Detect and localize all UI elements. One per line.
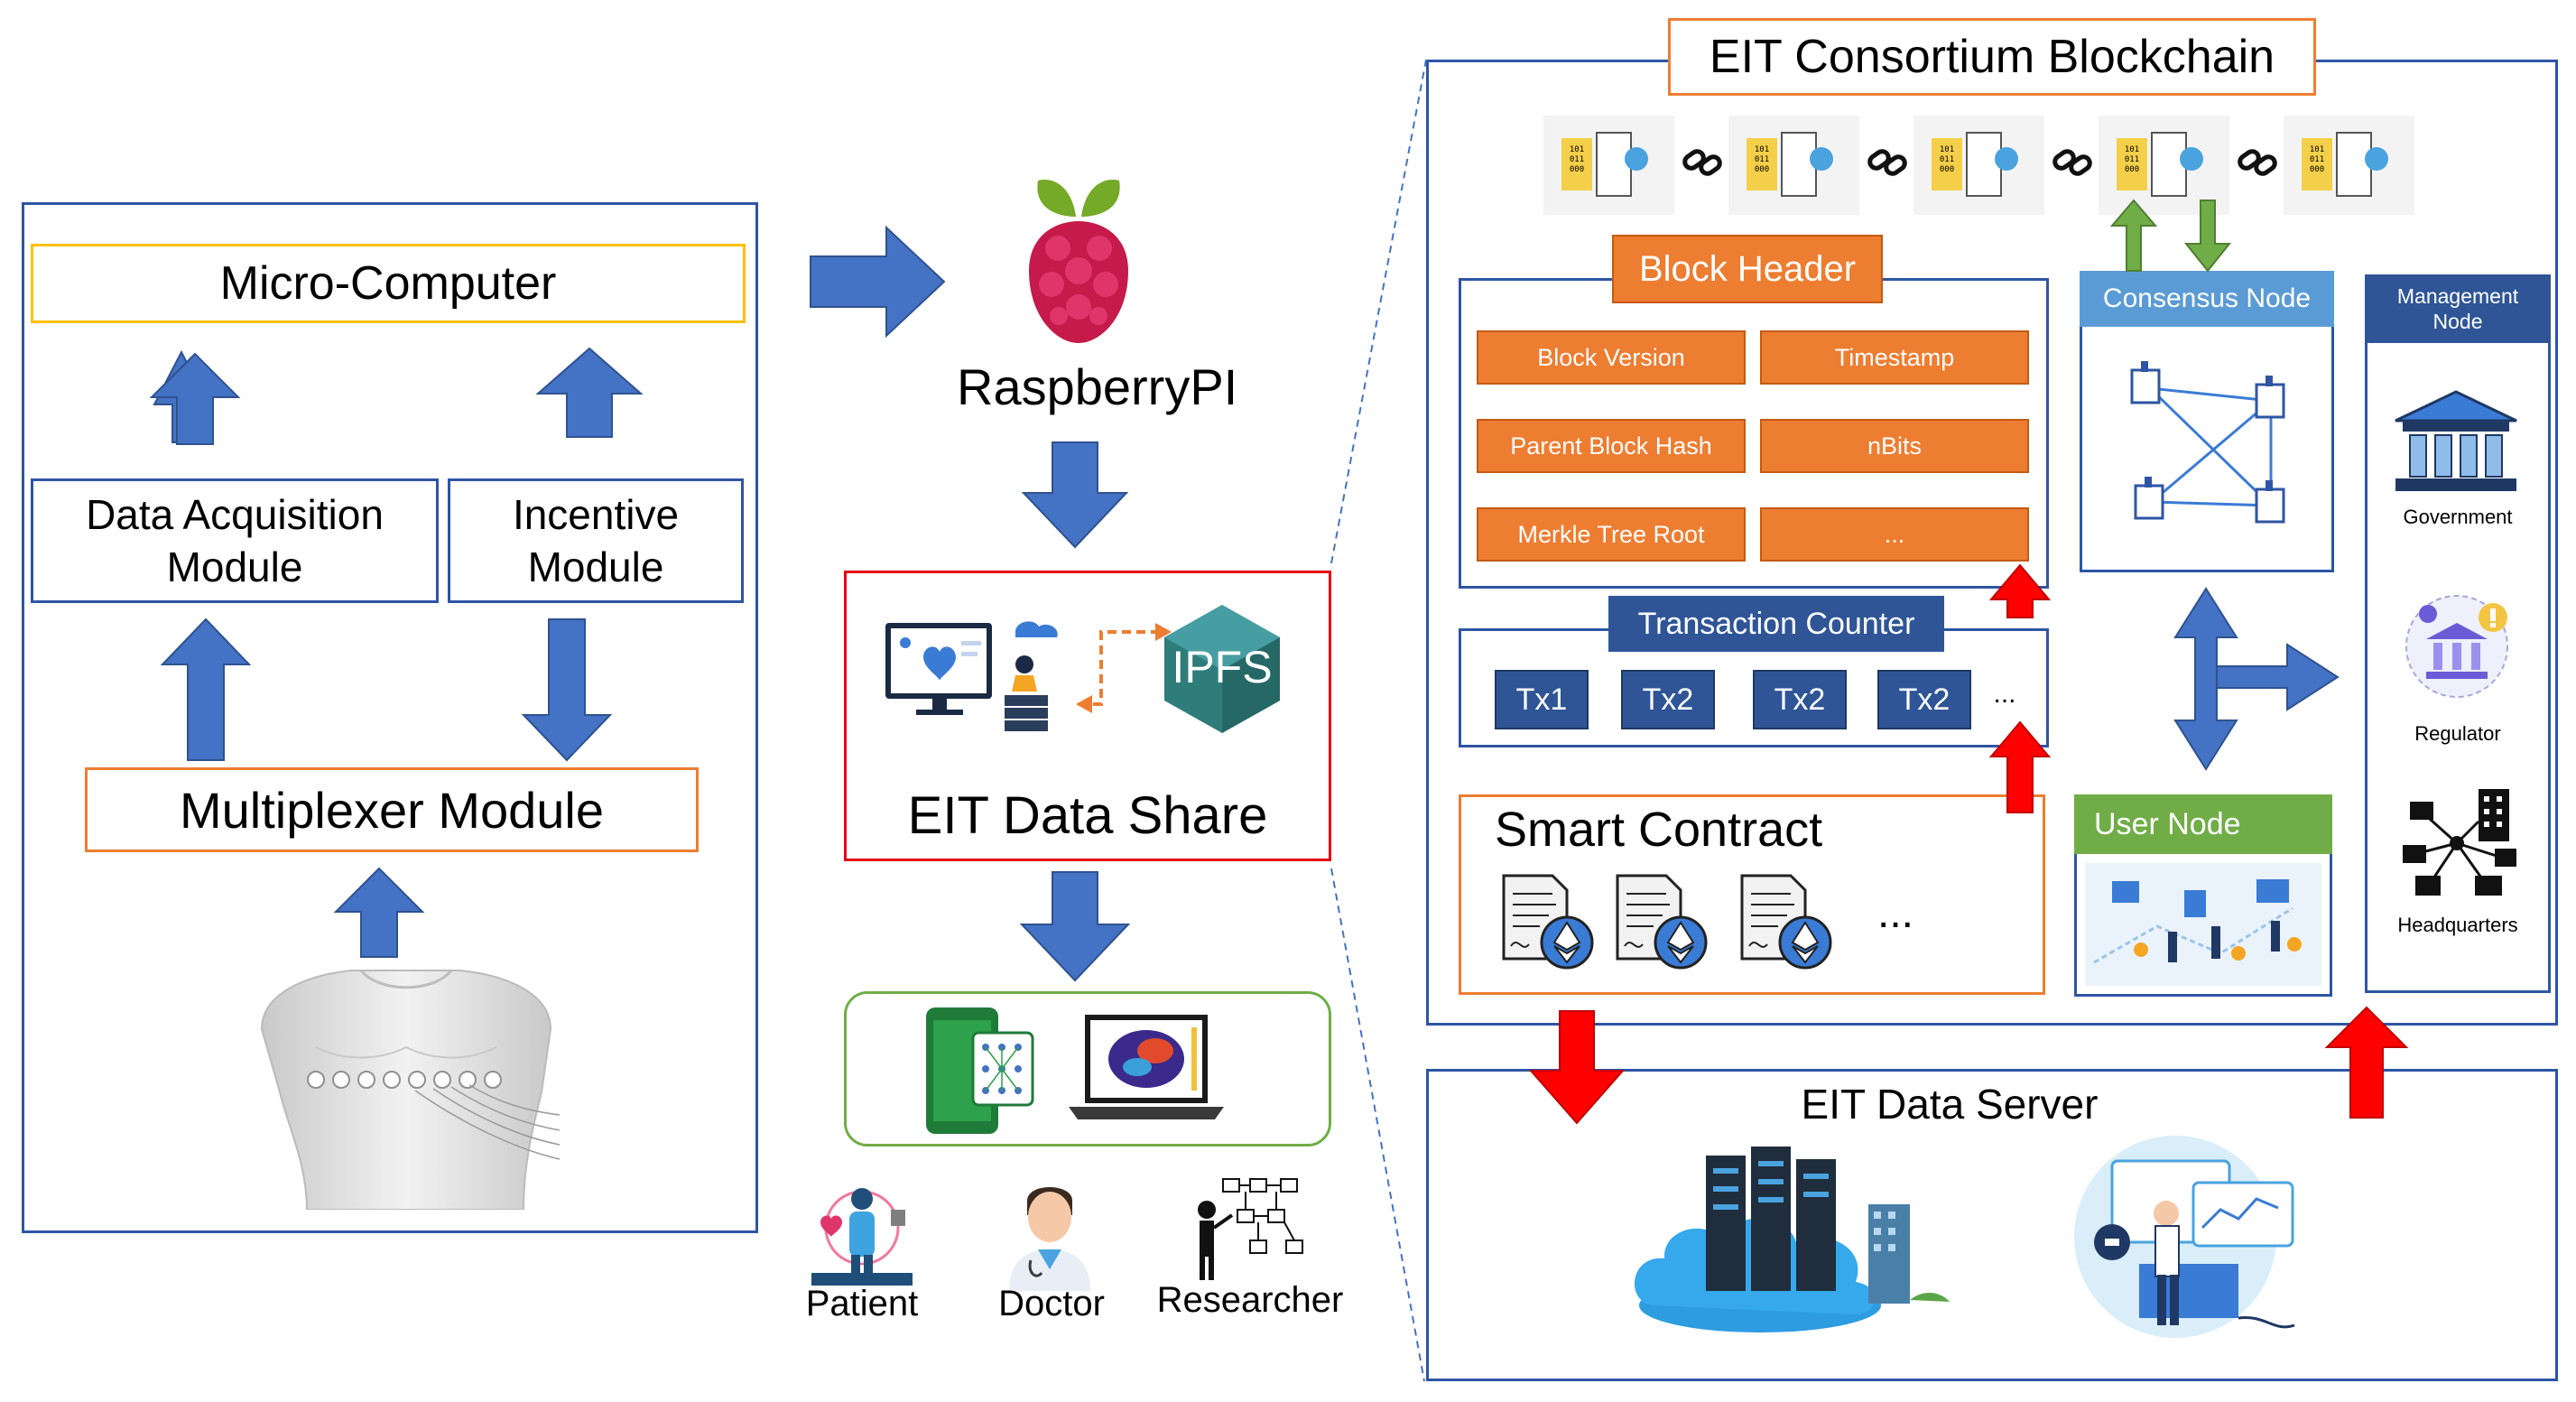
management-node-title: Management Node	[2396, 284, 2519, 333]
arrow-down-to-data-share	[1021, 441, 1129, 549]
tx-item: Tx2	[1877, 670, 1971, 729]
arrow-down-red-to-server	[1528, 1010, 1626, 1125]
management-node-title-box: Management Node	[2365, 274, 2551, 343]
torso-sensor-image	[260, 970, 560, 1210]
user-node-title: User Node	[2094, 806, 2241, 841]
block-binary-label: 101 011 000	[1932, 138, 1962, 190]
block-chain-strip: 101 011 000 101 011 000 101 011 000 101 …	[1543, 107, 2446, 224]
ipfs-cube-icon	[1164, 605, 1280, 733]
blockchain-title: EIT Consortium Blockchain	[1709, 31, 2275, 83]
arrow-right-to-management	[2216, 643, 2340, 711]
user-node-title-box: User Node	[2074, 794, 2332, 854]
arrow-down-to-devices	[1019, 871, 1131, 982]
arrow-up-from-torso	[333, 867, 425, 958]
regulator-icon	[2405, 595, 2508, 698]
chain-link-icon	[1681, 144, 1724, 181]
chain-link-icon	[2236, 144, 2279, 181]
incentive-label: Incentive Module	[512, 491, 680, 590]
contract-document-icon	[1502, 874, 1594, 970]
chain-block: 101 011 000	[2099, 116, 2229, 215]
chain-block: 101 011 000	[1728, 116, 1859, 215]
tx-item: Tx2	[1621, 670, 1715, 729]
micro-computer-box: Micro-Computer	[31, 244, 746, 323]
management-regulator-label: Regulator	[2414, 722, 2501, 745]
chain-link-icon	[2051, 144, 2094, 181]
merkle-tree-root-field: Merkle Tree Root	[1477, 507, 1746, 562]
role-patient-label: Patient	[805, 1284, 919, 1323]
data-acquisition-label: Data Acquisition Module	[86, 491, 384, 590]
block-header-title: Block Header	[1638, 248, 1857, 289]
chain-block: 101 011 000	[1543, 116, 1674, 215]
cloud-server-illustration	[1634, 1147, 1950, 1332]
chain-block: 101 011 000	[2284, 116, 2414, 215]
arrow-right-to-raspberry	[810, 225, 946, 339]
monitor-cloud-illustration	[885, 621, 1058, 731]
micro-computer-label: Micro-Computer	[219, 257, 557, 310]
transaction-counter-title-box: Transaction Counter	[1608, 596, 1944, 652]
transaction-counter-title: Transaction Counter	[1637, 606, 1915, 641]
arrow-up-to-micro-right	[535, 347, 644, 438]
arrow-up-green	[2109, 199, 2158, 272]
block-version-field: Block Version	[1477, 330, 1746, 385]
contract-document-icon	[1740, 874, 1832, 970]
data-acquisition-box: Data Acquisition Module	[31, 478, 439, 603]
block-binary-label: 101 011 000	[1561, 138, 1592, 190]
chain-block: 101 011 000	[1913, 116, 2044, 215]
arrow-down-from-incentive	[521, 618, 613, 762]
ipfs-link-arrow	[1076, 623, 1172, 713]
raspberry-pi-logo	[1029, 180, 1128, 343]
phone-icon	[926, 1007, 1034, 1134]
blockchain-title-box: EIT Consortium Blockchain	[1668, 18, 2316, 96]
tx-item: Tx1	[1495, 670, 1589, 729]
block-binary-label: 101 011 000	[1747, 138, 1777, 190]
block-binary-label: 101 011 000	[2117, 138, 2147, 190]
tx-more: ...	[1993, 679, 2016, 709]
arrow-bidirectional-consensus-user	[2173, 587, 2238, 771]
user-network-illustration	[2085, 863, 2321, 986]
consensus-network-icon	[2130, 361, 2285, 524]
data-analysis-illustration	[2074, 1136, 2295, 1338]
arrow-down-green	[2183, 200, 2232, 273]
smart-contract-title: Smart Contract	[1495, 803, 1823, 857]
consensus-node-title: Consensus Node	[2102, 283, 2312, 313]
doctor-icon	[1009, 1187, 1090, 1291]
consensus-node-title-box: Consensus Node	[2080, 271, 2334, 327]
contract-document-icon	[1616, 874, 1708, 970]
smart-contract-more: ...	[1876, 889, 1913, 937]
arrow-up-left-upper	[149, 352, 241, 445]
tx-item: Tx2	[1753, 670, 1847, 729]
multiplexer-label: Multiplexer Module	[180, 781, 604, 839]
timestamp-field: Timestamp	[1760, 330, 2029, 385]
arrow-up-red-from-server	[2324, 1006, 2409, 1119]
data-server-box	[1426, 1069, 2558, 1381]
more-fields: ...	[1760, 507, 2029, 562]
role-researcher-label: Researcher	[1156, 1280, 1344, 1320]
multiplexer-box: Multiplexer Module	[85, 767, 699, 852]
incentive-box: Incentive Module	[448, 478, 744, 603]
ipfs-label: IPFS	[1172, 642, 1273, 692]
management-government-label: Government	[2403, 506, 2513, 528]
arrow-up-red-transactions	[1988, 720, 2052, 813]
patient-icon	[811, 1188, 913, 1286]
role-doctor-label: Doctor	[998, 1284, 1105, 1323]
researcher-icon	[1198, 1178, 1303, 1280]
zoom-line-top	[1330, 59, 1427, 564]
eit-data-share-label: EIT Data Share	[907, 786, 1268, 845]
nbits-field: nBits	[1760, 419, 2029, 473]
chain-link-icon	[1866, 144, 1909, 181]
zoom-line-bottom	[1330, 868, 1425, 1382]
data-server-title: EIT Data Server	[1801, 1081, 2099, 1128]
laptop-eit-image	[1069, 1015, 1224, 1119]
parent-block-hash-field: Parent Block Hash	[1477, 419, 1746, 473]
arrow-up-red-header	[1988, 563, 2052, 618]
management-headquarters-label: Headquarters	[2397, 914, 2518, 936]
headquarters-icon	[2403, 789, 2516, 896]
arrow-up-to-data-acquisition	[160, 617, 252, 761]
block-binary-label: 101 011 000	[2302, 138, 2332, 190]
raspberry-pi-label: RaspberryPI	[957, 358, 1238, 415]
block-header-title-box: Block Header	[1612, 235, 1883, 303]
government-icon	[2395, 390, 2517, 491]
